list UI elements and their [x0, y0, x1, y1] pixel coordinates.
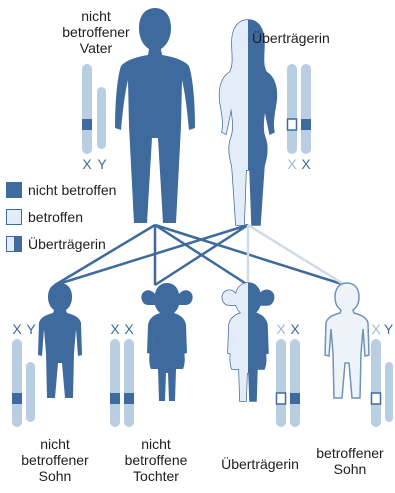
daughter-x1-label: X: [108, 321, 122, 337]
daughter-x1-chromosome: [110, 339, 120, 427]
affected-son-x-label: X: [369, 321, 383, 337]
father-label: nicht betroffener Vater: [56, 8, 136, 56]
son-y-chromosome: [26, 362, 35, 422]
father-y-chromosome: [97, 87, 106, 149]
son-chromosomes: [12, 339, 35, 427]
mother-x2-chromosome: [301, 64, 311, 154]
son-x-band: [12, 393, 22, 404]
father-y-label: Y: [95, 156, 109, 172]
line-mother-son: [55, 225, 248, 285]
son-x-label: X: [10, 321, 24, 337]
daughter-chromosomes: [110, 339, 134, 427]
legend-swatch-affected: [6, 209, 22, 225]
mother-x2-label: X: [299, 156, 313, 172]
son-y-label: Y: [24, 321, 38, 337]
line-mother-affected: [248, 225, 345, 285]
mother-x1-label: X: [285, 156, 299, 172]
mother-label: Überträgerin: [252, 30, 352, 46]
affected-son-y-chromosome: [385, 362, 393, 422]
carrier-x1-label: X: [274, 321, 288, 337]
child-label-carrier: Überträgerin: [206, 456, 314, 472]
child-unaffected-daughter-figure: [141, 283, 192, 401]
line-father-son: [55, 225, 155, 285]
carrier-x1-chromosome: [276, 339, 286, 427]
affected-son-x-band: [372, 393, 381, 404]
mother-chromosomes: [287, 64, 311, 154]
carrier-x2-band: [290, 393, 300, 404]
carrier-chromosomes: [276, 339, 300, 427]
carrier-x1-band: [277, 393, 286, 404]
inheritance-lines: [55, 225, 345, 285]
son-x-chromosome: [12, 339, 22, 427]
father-x-label: X: [80, 156, 94, 172]
father-x-band: [82, 119, 92, 130]
legend-swatch-carrier: [6, 236, 22, 252]
carrier-x2-chromosome: [290, 339, 300, 427]
mother-x1-chromosome: [287, 64, 297, 154]
affected-son-y-label: Y: [382, 321, 395, 337]
daughter-x2-band: [124, 393, 134, 404]
legend-label-carrier: Überträgerin: [28, 236, 106, 252]
daughter-x1-band: [110, 393, 120, 404]
child-label-affected-son: betroffener Sohn: [308, 445, 392, 477]
legend-swatch-unaffected: [6, 182, 22, 198]
child-label-unaffected-son: nicht betroffener Sohn: [15, 436, 95, 484]
child-unaffected-son-figure: [38, 283, 82, 398]
affected-son-x-chromosome: [371, 339, 381, 427]
daughter-x2-label: X: [122, 321, 136, 337]
affected-son-chromosomes: [371, 339, 393, 427]
legend-label-affected: betroffen: [28, 209, 83, 225]
father-x-chromosome: [82, 64, 92, 154]
mother-x2-band: [301, 119, 311, 130]
legend-label-unaffected: nicht betroffen: [28, 182, 116, 198]
daughter-x2-chromosome: [124, 339, 134, 427]
child-label-unaffected-daughter: nicht betroffene Tochter: [118, 436, 194, 484]
carrier-x2-label: X: [288, 321, 302, 337]
line-father-affected: [155, 225, 345, 285]
mother-x1-band: [288, 119, 297, 130]
child-affected-son-figure: [325, 283, 369, 398]
father-chromosomes: [82, 64, 106, 154]
